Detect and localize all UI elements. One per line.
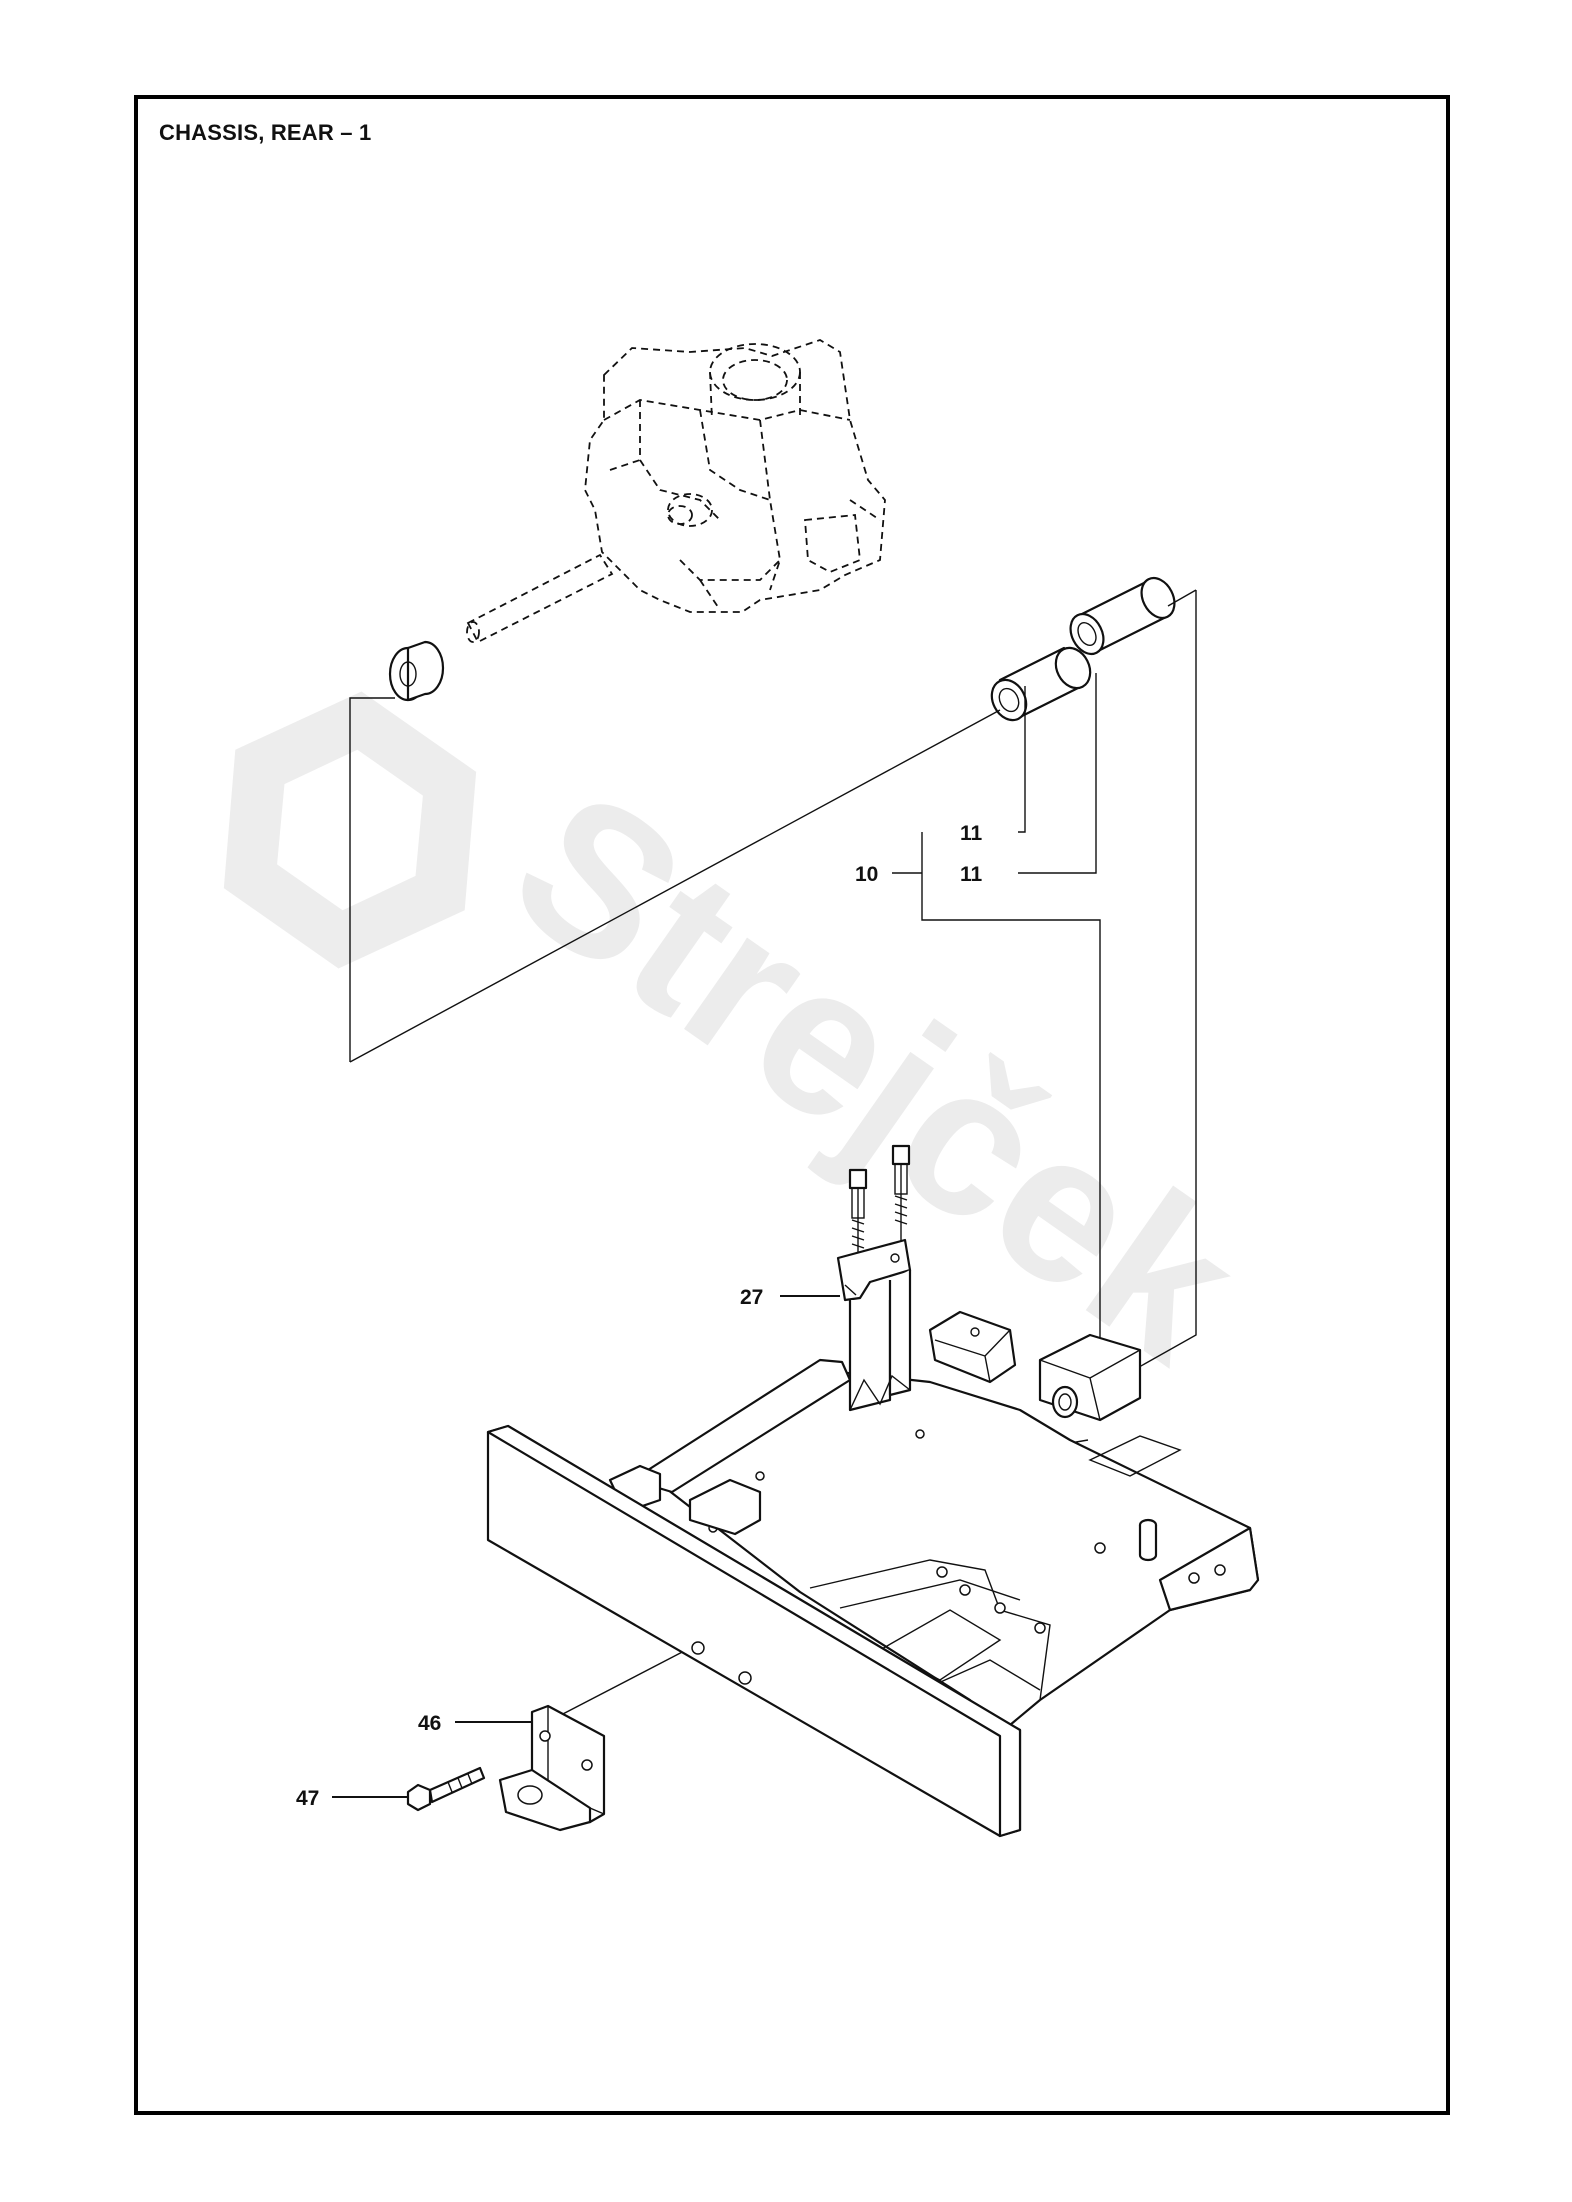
screw-left [848,1168,868,1278]
diagram-frame [134,95,1450,2115]
callout-27: 27 [740,1286,763,1309]
callout-46: 46 [418,1712,441,1735]
engine-pin [466,553,614,644]
sleeve-11-lower [990,646,1092,722]
watermark: Strejček [223,691,1279,1406]
bracket-46 [498,1704,606,1832]
engine-reference [584,339,886,613]
bolt-47 [406,1766,486,1812]
callout-labels: 11 11 10 27 46 47 [296,822,983,1810]
callout-47: 47 [296,1787,319,1810]
callout-11-bottom: 11 [960,863,983,886]
sleeve-11-upper [1069,576,1176,656]
front-bumper [486,1424,1022,1838]
bracket-27 [836,1238,912,1302]
chassis-frame [608,1270,1260,1730]
callout-10: 10 [855,863,878,886]
spacer-washer [388,640,445,702]
page-title: CHASSIS, REAR – 1 [159,120,372,145]
callout-11-top: 11 [960,822,983,845]
